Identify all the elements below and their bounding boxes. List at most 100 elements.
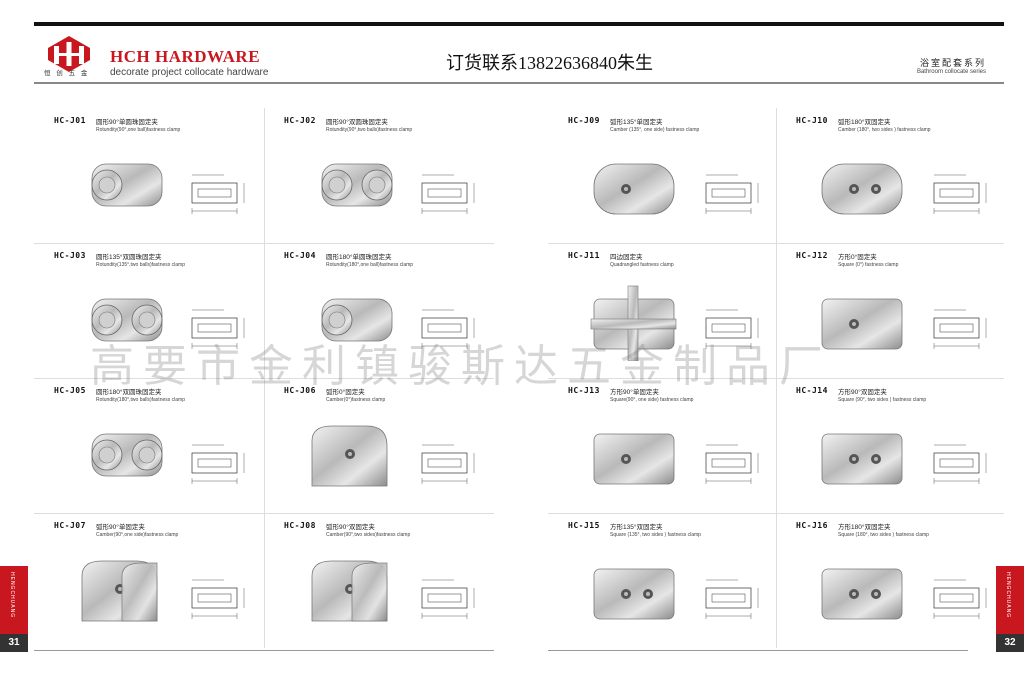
product-photo [593,163,675,215]
side-tab-right: HENGCHUANG [996,566,1024,636]
logo-chinese-text: 恒 创 五 金 [44,70,90,77]
product-code: HC-J12 [796,251,828,260]
product-code: HC-J13 [568,386,600,395]
product-name-cn: 方形180°双固定夹 [838,524,891,531]
product-name-en: Square (180°, two sides ) fastness clamp [838,532,929,538]
product-name-en: Camber(90°,two sides)fastness clamp [326,532,411,538]
product-photo [593,568,675,620]
product-name-cn: 弧形90°双固定夹 [326,524,375,531]
product-name-en: Quadrangled fastness clamp [610,262,674,268]
product-code: HC-J05 [54,386,86,395]
series-title: 浴室配套系列 [919,58,986,68]
row-divider [548,378,1004,379]
product-name-en: Camber (180°, two sides ) fastness clamp [838,127,931,133]
product-name-cn: 方形90°双固定夹 [838,389,887,396]
product-photo [593,433,675,485]
technical-drawing [933,309,987,349]
product-photo [321,163,393,207]
product-name-cn: 弧形135°单固定夹 [610,119,663,126]
top-rule [34,22,1004,26]
product-name-en: Rotundity(135°,two balls)fastness clamp [96,262,185,268]
technical-drawing [191,309,245,349]
product-name-en: Rotundity(180°,one ball)fastness clamp [326,262,414,268]
side-tab-label: HENGCHUANG [9,572,15,619]
product-photo [821,298,903,350]
side-tab-left: HENGCHUANG [0,566,28,636]
technical-drawing [421,444,475,484]
technical-drawing [191,174,245,214]
product-name-en: Rotundity(90°,one ball)fastness clamp [96,127,181,133]
product-photo [91,298,163,342]
technical-drawing [933,444,987,484]
technical-drawing [933,579,987,619]
product-photo [821,163,903,215]
product-photo [821,568,903,620]
hch-logo-icon [48,36,90,72]
product-name-cn: 四边固定夹 [610,254,643,261]
technical-drawing [191,444,245,484]
product-photo [590,285,677,361]
product-name-cn: 圆形135°双圆珠固定夹 [96,254,162,261]
product-name-en: Rotundity(90°,two balls)fastness clamp [326,127,413,133]
product-code: HC-J01 [54,116,86,125]
product-name-cn: 弧形90°单固定夹 [96,524,145,531]
product-name-cn: 方形90°单固定夹 [610,389,659,396]
product-name-en: Rotundity(180°,two balls)fastness clamp [96,397,185,403]
product-photo [311,560,388,622]
footer-rule-left [34,650,494,651]
product-name-en: Square (0°) fastness clamp [838,262,899,268]
technical-drawing [933,174,987,214]
technical-drawing [191,579,245,619]
product-photo [91,163,163,207]
product-name-cn: 方形135°双固定夹 [610,524,663,531]
row-divider [548,513,1004,514]
row-divider [34,513,494,514]
technical-drawing [705,579,759,619]
product-name-cn: 弧形0°固定夹 [326,389,365,396]
product-name-en: Square (90°, two sides ) fastness clamp [838,397,927,403]
product-photo [311,425,388,487]
product-code: HC-J08 [284,521,316,530]
technical-drawing [421,309,475,349]
product-code: HC-J07 [54,521,86,530]
product-photo [81,560,158,622]
series-subtitle: Bathroom collocate series [916,69,986,75]
product-name-cn: 圆形90°单圆珠固定夹 [96,119,158,126]
product-code: HC-J15 [568,521,600,530]
product-photo [821,433,903,485]
watermark-text: 高要市金利镇骏斯达五金制品厂 [90,341,832,392]
technical-drawing [705,444,759,484]
technical-drawing [421,579,475,619]
product-code: HC-J06 [284,386,316,395]
product-code: HC-J11 [568,251,600,260]
row-divider [548,243,1004,244]
product-name-en: Square (135°, two sides ) fastness clamp [610,532,701,538]
product-name-en: Camber(0°)fastness clamp [326,397,386,403]
brand-tagline: decorate project collocate hardware [110,67,269,78]
order-contact: 订货联系13822636840朱生 [446,53,653,73]
product-name-en: Square(90°, one side) fastness clamp [610,397,694,403]
product-code: HC-J04 [284,251,316,260]
row-divider [34,243,494,244]
technical-drawing [705,174,759,214]
side-tab-label: HENGCHUANG [1005,572,1011,619]
header-rule [34,82,1004,84]
product-name-cn: 圆形180°单圆珠固定夹 [326,254,392,261]
product-code: HC-J03 [54,251,86,260]
